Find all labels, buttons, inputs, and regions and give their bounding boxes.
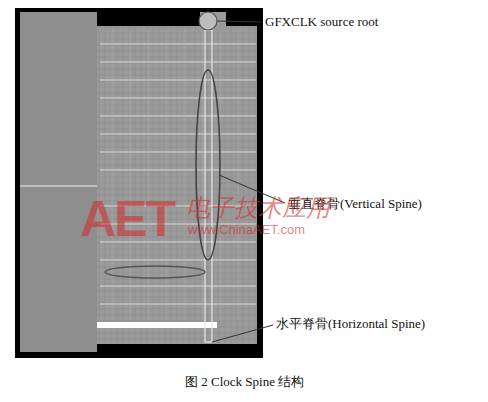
row-stripe [100,62,256,63]
row-stripe [100,304,256,305]
column-stripe [202,30,203,320]
source-root-marker [199,12,217,30]
row-stripe [100,98,256,99]
watermark: AET [80,192,174,246]
top-block [200,12,226,32]
row-stripe [100,152,256,153]
core-block [97,26,257,344]
vertical-spine [205,30,212,342]
watermark: 电子技术应用 [186,194,330,222]
row-stripe [100,116,256,117]
left-block [20,12,97,352]
watermark: www.ChinaAET.com [188,222,305,237]
left-block-line [20,185,97,187]
callout-label: 水平脊骨(Horizontal Spine) [276,316,425,332]
horizontal-spine-ellipse [105,266,205,278]
row-stripes [100,30,256,320]
column-stripe [148,30,149,320]
figure-caption: 图 2 Clock Spine 结构 [185,374,304,390]
callout-label: GFXCLK source root [265,14,378,30]
row-stripe [100,44,256,45]
layout-background [15,8,263,358]
leader-line [217,21,261,22]
row-stripe [100,80,256,81]
column-stripe [166,30,167,320]
leader-line [212,325,273,342]
column-stripe [112,30,113,320]
column-stripe [238,30,239,320]
row-stripe [100,286,256,287]
bottom-bar [97,322,217,328]
row-stripe [100,134,256,135]
row-stripe [100,260,256,261]
row-stripe [100,170,256,171]
